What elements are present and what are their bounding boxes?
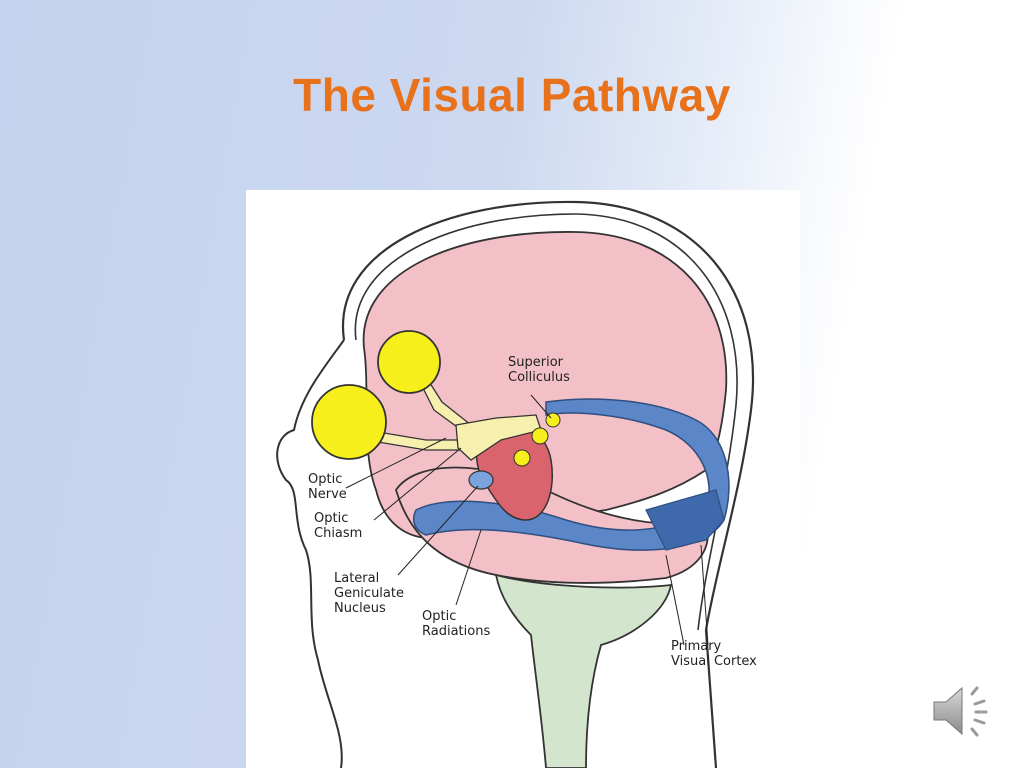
leader-optic-radiations — [455, 529, 482, 606]
optic-radiations-shape — [413, 398, 730, 551]
cerebrum — [362, 231, 728, 539]
label-superior-colliculus: Superior Colliculus — [508, 355, 570, 385]
leader-lgn — [397, 485, 479, 576]
slide-title: The Visual Pathway — [293, 69, 731, 121]
label-optic-chiasm: Optic Chiasm — [314, 511, 362, 541]
superior-colliculus-dot-2 — [531, 427, 549, 445]
leader-visual-cortex-2 — [700, 544, 709, 646]
label-optic-radiations: Optic Radiations — [422, 609, 490, 639]
leader-optic-chiasm — [373, 447, 462, 521]
label-optic-nerve: Optic Nerve — [308, 472, 347, 502]
face-profile — [276, 339, 345, 768]
leader-visual-cortex-1 — [665, 554, 685, 646]
leader-superior-colliculus — [530, 394, 552, 419]
leader-optic-nerve — [345, 437, 447, 489]
visual-cortex-shape — [645, 489, 725, 551]
head-outline — [341, 200, 755, 768]
lateral-geniculate-nucleus — [468, 470, 494, 490]
eye-lower — [311, 384, 387, 460]
eye-upper — [377, 330, 441, 394]
speaker-icon[interactable] — [928, 676, 998, 746]
label-lateral-geniculate-nucleus: Lateral Geniculate Nucleus — [334, 571, 408, 616]
brainstem — [494, 573, 673, 768]
label-primary-visual-cortex: Primary Visual Cortex — [671, 639, 757, 669]
optic-chiasm-shape — [455, 414, 542, 461]
superior-colliculus-dot-3 — [513, 449, 531, 467]
visual-pathway-diagram: Superior Colliculus Optic Nerve Optic Ch… — [246, 190, 800, 768]
